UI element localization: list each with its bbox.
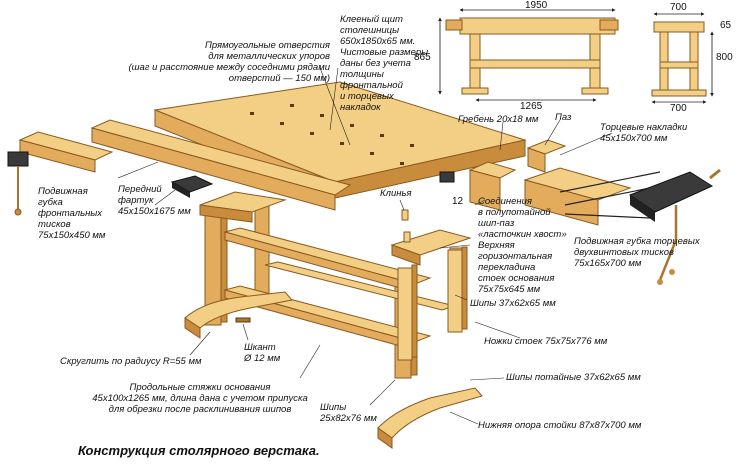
label-glued-top: Клееный щит столешницы 650х1850х65 мм. Ч… (340, 14, 429, 113)
label-comb: Гребень 20х18 мм (458, 114, 539, 125)
bottom-support-right (377, 387, 483, 449)
bottom-support-left (184, 291, 293, 339)
upper-rail-left (199, 191, 287, 223)
end-cap-with-groove (526, 139, 567, 173)
front-view-dimension-lines (438, 8, 616, 102)
label-front-vise-jaw: Подвижная губка фронтальных тисков 75х15… (38, 186, 106, 241)
dim-front-width: 1950 (525, 0, 548, 11)
label-tenons-37: Шипы 37х62х65 мм (470, 298, 556, 309)
label-end-vise-jaw: Подвижная губка торцевых двухвинтовых ти… (574, 236, 700, 269)
label-groove: Паз (555, 112, 572, 123)
wedges (401, 209, 411, 243)
dim-side-top: 700 (670, 2, 687, 13)
label-legs: Ножки стоек 75х75х776 мм (484, 336, 608, 347)
upper-rail-right (390, 229, 472, 266)
label-tenons-25: Шипы 25х82х76 мм (320, 402, 377, 424)
label-front-apron: Передний фартук 45х150х1675 мм (118, 184, 191, 217)
dim-side-bottom: 700 (670, 103, 687, 114)
label-round-r: Скруглить по радиусу R=55 мм (60, 356, 202, 367)
metal-bench-dog (170, 175, 214, 198)
label-end-caps: Торцевые накладки 45х150х700 мм (600, 122, 688, 144)
tabletop-holes (250, 104, 414, 165)
front-view-drawing (445, 17, 619, 95)
label-wedges: Клинья (380, 188, 412, 199)
side-view-dimension-lines (651, 12, 714, 104)
label-dovetail: Соединения в полупотайной шип-паз «ласто… (478, 196, 567, 240)
dim-front-height: 865 (414, 52, 431, 63)
diagram-caption: Конструкция столярного верстака. (78, 443, 320, 458)
label-holes: Прямоугольные отверстия для металлически… (128, 40, 330, 84)
label-upper-rail: Верхняя горизонтальная перекладина стоек… (478, 240, 555, 295)
end-vise-metal-body (628, 168, 721, 285)
dim-front-base: 1265 (520, 101, 543, 112)
end-vise-jaw (523, 167, 632, 226)
detached-leg-2 (447, 246, 468, 333)
leader-lines (117, 67, 613, 425)
dim-joint-size: 12 (452, 196, 464, 207)
front-vise-jaw (7, 131, 114, 216)
label-hidden-tenons: Шипы потайные 37х62х65 мм (506, 372, 641, 383)
vise-nut-small (439, 171, 455, 183)
label-stretchers: Продольные стяжки основания 45х100х1265 … (92, 382, 308, 415)
dim-side-height: 800 (716, 52, 733, 63)
end-cap-piece (468, 161, 517, 211)
base-leg-left-front (204, 211, 228, 326)
side-view-drawing (651, 21, 707, 97)
dim-side-thick: 65 (720, 20, 732, 31)
front-apron (90, 119, 352, 211)
dowel (235, 317, 251, 323)
label-bottom-support: Нижняя опора стойки 87х87х700 мм (478, 420, 642, 431)
detached-leg-1 (397, 264, 418, 361)
label-dowel: Шкант Ø 12 мм (244, 342, 281, 364)
